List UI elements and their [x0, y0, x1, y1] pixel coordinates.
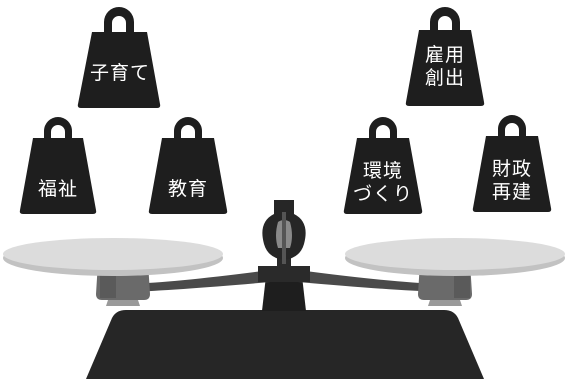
weight-body	[472, 136, 552, 212]
weight-label-line: 財政	[491, 158, 532, 180]
weight-label-kankyou: 環境 づくり	[343, 160, 423, 206]
scale-pointer	[282, 212, 286, 264]
scale-base	[86, 310, 484, 379]
weight-label-line: 福祉	[37, 178, 78, 200]
weight-body	[77, 32, 161, 108]
weight-handle-icon	[369, 117, 397, 141]
weight-kyouiku	[148, 117, 228, 214]
weight-label-fukushi: 福祉	[18, 178, 98, 201]
weight-body	[148, 138, 228, 214]
weight-zaisei	[472, 115, 552, 212]
weight-label-kosodate: 子育て	[80, 62, 160, 85]
weight-body	[19, 138, 97, 214]
scale-pillar	[262, 276, 306, 311]
weight-body	[343, 138, 423, 214]
weight-kankyou	[343, 117, 423, 214]
weight-label-line: 再建	[491, 181, 532, 203]
weight-body	[405, 30, 485, 106]
scale-beam-right	[298, 270, 440, 292]
weight-handle-icon	[430, 7, 460, 34]
weight-label-line: 教育	[167, 178, 208, 200]
weight-koyou	[405, 7, 485, 106]
scale-beam-left	[128, 270, 270, 292]
scale-left-foot	[106, 300, 140, 306]
weight-handle-icon	[498, 115, 526, 139]
weight-label-line: 環境	[362, 160, 403, 182]
scale-right-foot	[428, 300, 462, 306]
weight-label-line: 雇用	[424, 44, 465, 66]
weight-label-kyouiku: 教育	[148, 178, 228, 201]
weight-fukushi	[19, 117, 97, 214]
scale-right-pan	[345, 238, 565, 270]
weight-handle-icon	[174, 117, 202, 141]
weight-label-line: 子育て	[89, 62, 150, 84]
weight-label-line: 創出	[424, 67, 465, 89]
balance-scale-icon	[3, 200, 565, 379]
weight-handle-icon	[44, 117, 72, 141]
weight-label-line: づくり	[352, 183, 413, 205]
weight-label-koyou: 雇用 創出	[405, 44, 485, 90]
weight-label-zaisei: 財政 再建	[472, 158, 552, 204]
weight-kosodate	[77, 7, 161, 108]
scale-left-pan	[3, 238, 223, 270]
weight-handle-icon	[104, 7, 134, 37]
scale-beam-center	[258, 266, 310, 282]
